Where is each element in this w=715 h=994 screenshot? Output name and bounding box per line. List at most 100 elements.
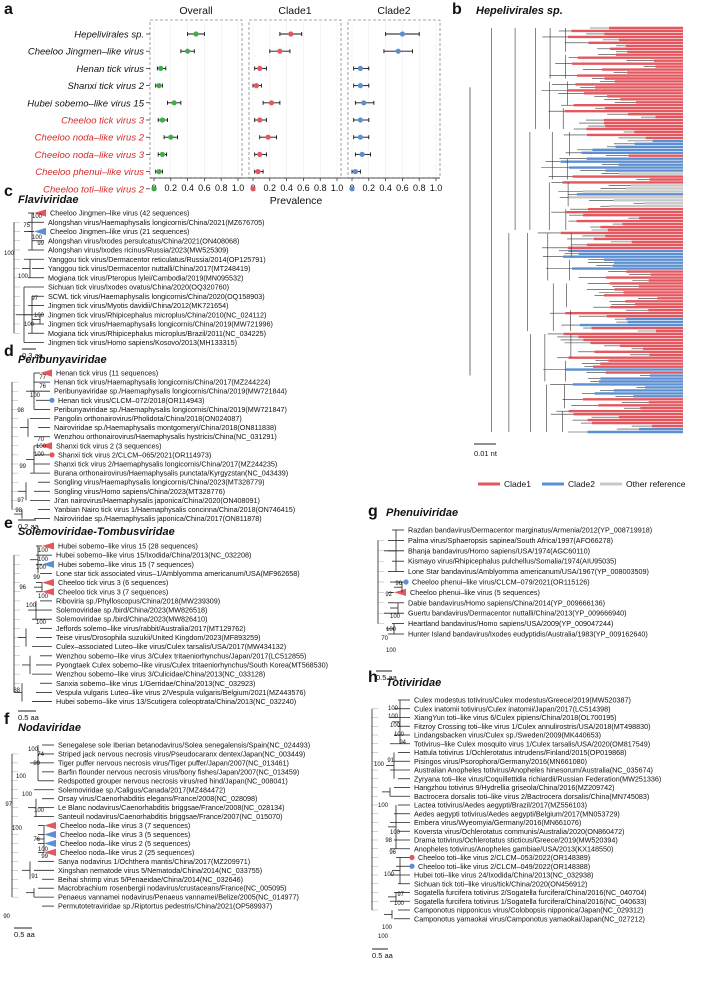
highlight-dot [49,397,55,403]
prevalence-point [399,31,405,37]
bootstrap-value: 75 [23,223,30,229]
prevalence-point [277,48,283,54]
prevalence-point [171,100,177,106]
bootstrap-value: 100 [38,594,49,600]
tip-label: Lactea totivirus/Aedes aegypti/Brazil/20… [414,801,587,810]
tip-label: Cheeloo noda–like virus 2 (5 sequences) [60,839,190,848]
tip-label: Henan tick virus/Haemaphysalis longicorn… [54,378,271,387]
collapsed-clade-triangle [394,588,406,596]
bootstrap-value: 100 [12,826,23,832]
bootstrap-value: 99 [41,854,48,860]
tip-label: Heartland bandavirus/Homo sapiens/USA/20… [408,619,613,628]
virus-label: Cheeloo tick virus 3 [61,116,145,127]
tip-label: Barfin flounder nervous necrosis virus/b… [58,767,299,776]
tip-label: Cheeloo tick virus 3 (6 sequences) [58,578,168,587]
tip-label: Nairoviridae sp./Haemaphysalis japonica/… [54,514,262,523]
axis-tick-label: 1.0 [232,183,245,193]
bootstrap-value: 90 [3,914,10,920]
bootstrap-value: 100 [32,235,43,241]
panel-label-e: e [4,515,13,532]
bootstrap-value: 100 [30,393,41,399]
tip-label: Yanggou tick virus/Dermacentor reticulat… [48,255,266,264]
bootstrap-value: 100 [36,565,47,571]
prevalence-point [268,100,275,106]
bootstrap-value: 100 [394,901,405,907]
tip-label: Alongshan virus/Ixodes ricinus/Russia/20… [48,246,229,255]
tip-label: Beihai shrimp virus 5/Penaeidae/China/20… [58,875,243,884]
virus-label: Hubei sobemo–like virus 15 [27,98,144,109]
tip-label: Peribunyaviridae sp./Haemaphysalis longi… [54,387,287,396]
tip-label: Bactrocera dorsalis toti–like virus 2/Ba… [414,792,649,801]
tip-label: Sanya nodavirus 1/Ochthera mantis/China/… [58,857,250,866]
tip-label: Culex–associated Luteo–like virus/Culex … [56,642,286,651]
bootstrap-value: 99 [37,241,44,247]
axis-tick-label: 0.4 [379,183,392,193]
tip-label: Songling virus/Homo sapiens/China/2023(M… [54,487,225,496]
tip-label: Vespula vulgaris Luteo–like virus 2/Vesp… [56,688,306,697]
bootstrap-value: 100 [386,648,397,654]
tip-label: Senegalese sole Iberian betanodavirus/So… [58,741,310,750]
bootstrap-value: 94 [399,740,406,746]
bootstrap-value: 98 [385,838,392,844]
prevalence-point [357,134,363,140]
prevalence-point [158,65,164,71]
bootstrap-value: 100 [384,872,395,878]
bootstrap-value: 88 [13,688,20,694]
bootstrap-value: 100 [34,452,45,458]
bootstrap-value: 100 [22,792,33,798]
tip-label: Riboviria sp./Phylloscopus/China/2018(MW… [56,596,220,605]
tip-label: Hubei sobemo–like virus 15/Ixodida/China… [56,551,251,560]
tip-label: Sogatella furcifera totivirus 1/Sogatell… [414,897,647,906]
bootstrap-value: 100 [26,603,37,609]
tip-label: Alongshan virus/Ixodes persulcatus/China… [48,236,239,245]
bootstrap-value: 99 [19,464,26,470]
tip-label: Lindangsbacken virus/Culex sp./Sweden/20… [414,731,601,740]
tip-label: Penaeus vannamei nodavirus/Penaeus vanna… [58,893,299,902]
panel-label-b: b [452,1,462,18]
tip-label: Santeuil nodavirus/Caenorhabditis briggs… [58,812,283,821]
bootstrap-value: 97 [17,498,24,504]
panel_h-title: Totiviridae [386,677,441,689]
prevalence-point [288,31,294,37]
scale-label: 0.2 aa [18,522,40,531]
tip-label: Jingmen tick virus/Rhipicephalus micropl… [48,310,266,319]
collapsed-clade-triangle [34,209,46,217]
bootstrap-value: 97 [5,802,12,808]
tip-label: Wenzhou orthonairovirus/Haemaphysalis hy… [54,432,277,441]
panel-label-a: a [4,1,13,18]
bootstrap-value: 100 [34,808,45,814]
virus-label: Cheeloo noda–like virus 2 [35,133,145,144]
tip-label: Solemoviridae sp./bird/China/2023(MW8265… [56,606,207,615]
tip-label: Totivirus–like Culex mosquito virus 1/Cu… [414,739,650,748]
bootstrap-value: 74 [37,752,44,758]
tip-label: Palma virus/Sphaeropsis sapinea/South Af… [408,536,613,545]
tip-label: Lone star tick associated virus–1/Amblyo… [56,569,300,578]
tip-label: Razdan bandavirus/Dermacentor marginatus… [408,526,652,535]
axis-tick-label: 0.6 [396,183,409,193]
tip-label: Cheeloo phenui–like virus/CLCM–079/2021(… [412,578,590,587]
bootstrap-value: 100 [38,548,49,554]
prevalence-point [265,134,271,140]
virus-label: Henan tick virus [76,64,144,75]
tip-label: Cheeloo Jingmen–like virus (21 sequences… [50,227,189,236]
axis-tick-label: 0.4 [181,183,194,193]
tip-label: Cheeloo noda–like virus 3 (7 sequences) [60,821,190,830]
collapsed-clade-triangle [40,369,52,377]
tip-label: Henan tick virus (11 sequences) [56,369,158,378]
tip-label: Anopheles totivirus/Anopheles gambiae/US… [414,844,613,853]
panel_g-title: Phenuiviridae [386,507,458,519]
tip-label: SCWL tick virus/Haemaphysalis longicorni… [48,292,265,301]
scale-label: 0.5 aa [376,673,398,682]
tip-label: Xingshan nematode virus 5/Nematoda/China… [58,866,262,875]
bootstrap-value: 100 [28,747,39,753]
panel-label-h: h [368,669,378,686]
prevalence-point [255,169,261,175]
tip-label: Hangzhou totivirus 9/Hydrellia griseola/… [414,783,615,792]
bootstrap-value: 100 [386,627,397,633]
prevalence-point [185,48,191,54]
tip-label: Jingmen tick virus/Haemaphysalis longico… [48,320,273,329]
prevalence-point [357,117,363,123]
